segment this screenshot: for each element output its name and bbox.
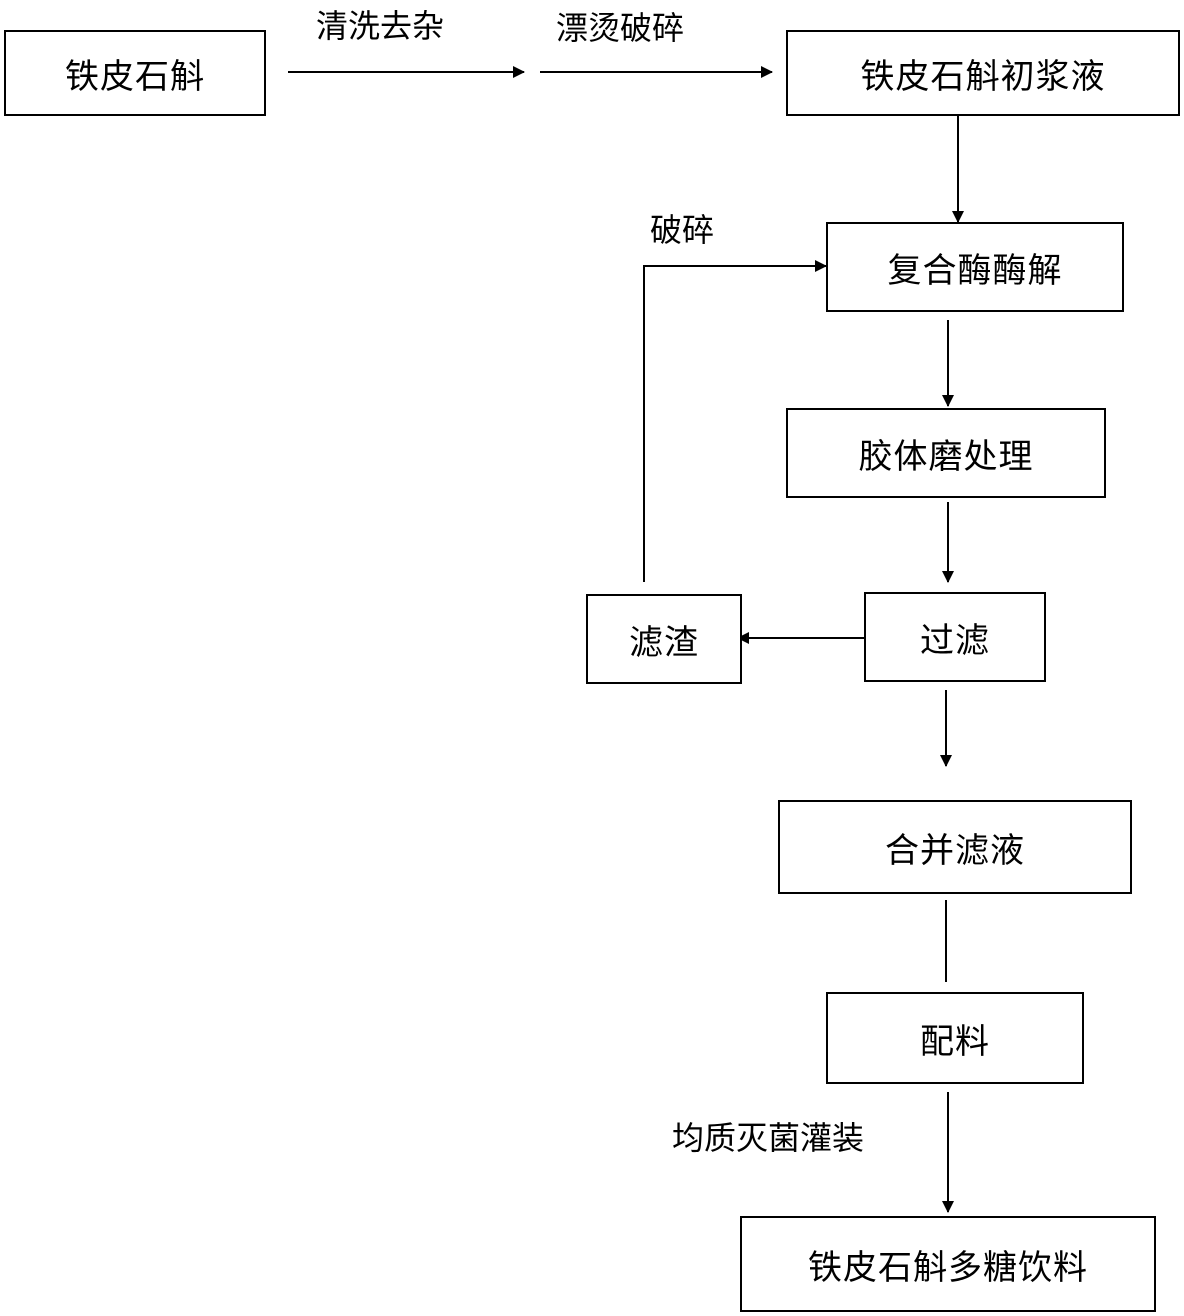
node-colloid-mill: 胶体磨处理 [786, 408, 1106, 498]
node-filtration: 过滤 [864, 592, 1046, 682]
node-pulp: 铁皮石斛初浆液 [786, 30, 1180, 116]
label-wash: 清洗去杂 [316, 10, 444, 42]
label-crush: 破碎 [650, 214, 714, 246]
node-blending: 配料 [826, 992, 1084, 1084]
node-raw-material: 铁皮石斛 [4, 30, 266, 116]
node-filter-residue: 滤渣 [586, 594, 742, 684]
node-enzymolysis: 复合酶酶解 [826, 222, 1124, 312]
label-sterilize: 均质灭菌灌装 [672, 1122, 864, 1154]
node-merge-filtrate: 合并滤液 [778, 800, 1132, 894]
label-blanch: 漂烫破碎 [556, 12, 684, 44]
node-final-product: 铁皮石斛多糖饮料 [740, 1216, 1156, 1312]
